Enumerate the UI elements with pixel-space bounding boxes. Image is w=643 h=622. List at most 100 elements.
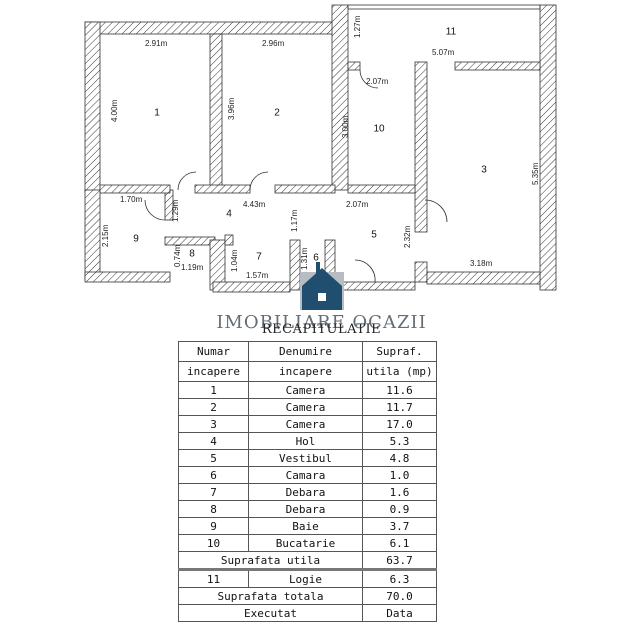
header-cell: utila (mp) (362, 361, 437, 382)
cell: Camara (248, 466, 363, 484)
dimension: 1.31m (300, 247, 309, 270)
room-number: 10 (373, 124, 385, 135)
room-number: 5 (371, 230, 377, 241)
cell: 1.0 (362, 466, 437, 484)
dimension: 5.07m (432, 48, 455, 57)
cell: Camera (248, 381, 363, 399)
cell: Debara (248, 500, 363, 518)
cell: Camera (248, 398, 363, 416)
room-number: 3 (481, 165, 487, 176)
room-number: 6 (313, 253, 319, 264)
cell: 3.7 (362, 517, 437, 535)
dimension: 2.07m (346, 200, 369, 209)
cell: 5.3 (362, 432, 437, 450)
room-number: 2 (274, 108, 280, 119)
cell: 7 (178, 483, 249, 501)
dimension: 1.29m (171, 199, 180, 222)
dimension: 5.35m (531, 162, 540, 185)
room-number: 8 (189, 249, 195, 260)
cell: Executat (178, 604, 363, 622)
cell: Suprafata totala (178, 587, 363, 605)
dimension: 2.91m (145, 39, 168, 48)
cell: Hol (248, 432, 363, 450)
room-number: 1 (154, 108, 160, 119)
dimension: 3.18m (470, 259, 493, 268)
cell: 70.0 (362, 587, 437, 605)
cell: Camera (248, 415, 363, 433)
dimension: 2.32m (403, 225, 412, 248)
cell: 5 (178, 449, 249, 467)
cell: Vestibul (248, 449, 363, 467)
cell: 11.7 (362, 398, 437, 416)
dimension: 4.43m (243, 200, 266, 209)
room-number: 9 (133, 234, 139, 245)
cell: Data (362, 604, 437, 622)
room-number: 7 (256, 252, 262, 263)
cell: 2 (178, 398, 249, 416)
dimension: 2.15m (101, 224, 110, 247)
cell: Baie (248, 517, 363, 535)
doors (144, 69, 448, 283)
dimension: 1.19m (181, 263, 204, 272)
cell: 6.1 (362, 534, 437, 552)
brand-watermark: IMOBILIARE OCAZII (216, 312, 427, 333)
cell: Logie (248, 568, 363, 588)
dimension: 1.57m (246, 271, 269, 280)
cell: Debara (248, 483, 363, 501)
cell: 63.7 (362, 551, 437, 570)
cell: 6 (178, 466, 249, 484)
cell: 8 (178, 500, 249, 518)
header-cell: incapere (248, 361, 363, 382)
cell: 6.3 (362, 568, 437, 588)
floor-plan: 1 2 3 4 5 6 7 8 9 10 11 2.91m 2.96m 4.00… (84, 4, 557, 310)
header-cell: Denumire (248, 341, 363, 362)
cell: 11 (178, 568, 249, 588)
cell: 1.6 (362, 483, 437, 501)
cell: 0.9 (362, 500, 437, 518)
cell: Bucatarie (248, 534, 363, 552)
dimension: 4.00m (110, 99, 119, 122)
cell: 3 (178, 415, 249, 433)
dimension: 1.17m (290, 209, 299, 232)
room-number: 4 (226, 209, 232, 220)
cell: 17.0 (362, 415, 437, 433)
cell: 1 (178, 381, 249, 399)
dimension: 2.07m (366, 77, 389, 86)
cell: 9 (178, 517, 249, 535)
cell: 4.8 (362, 449, 437, 467)
header-cell: Numar (178, 341, 249, 362)
cell: 4 (178, 432, 249, 450)
room-number: 11 (446, 27, 457, 38)
header-cell: Supraf. (362, 341, 437, 362)
table-title: RECAPITULATIE (261, 322, 382, 337)
logo-house-icon (300, 262, 344, 310)
dimension: 1.27m (353, 15, 362, 38)
dimension: 3.00m (341, 115, 350, 138)
dimension: 0.74m (173, 244, 182, 267)
cell: 11.6 (362, 381, 437, 399)
walls (84, 4, 557, 293)
dimension: 2.96m (262, 39, 285, 48)
dimension: 1.04m (230, 249, 239, 272)
cell: Suprafata utila (178, 551, 363, 570)
dimension: 1.70m (120, 195, 143, 204)
header-cell: incapere (178, 361, 249, 382)
dimension: 3.96m (227, 97, 236, 120)
